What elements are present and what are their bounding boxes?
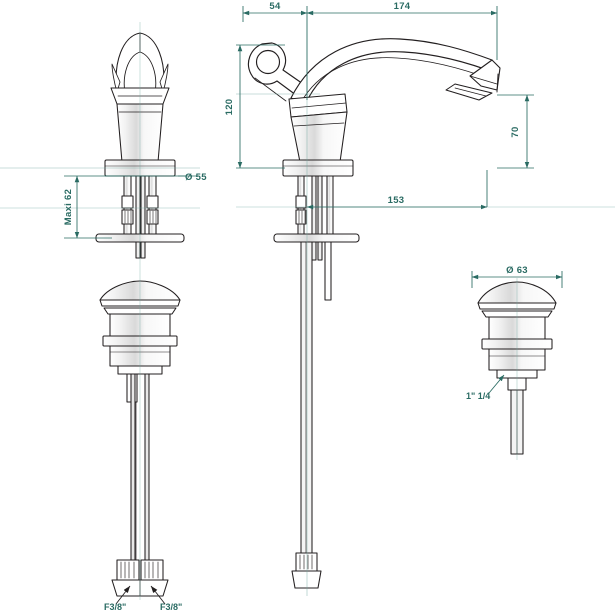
side-knurl [295, 195, 307, 225]
dim-label-174: 174 [394, 1, 411, 12]
side-ring-lever [247, 42, 307, 102]
dim-label-120: 120 [224, 99, 235, 116]
dim-label-d55: Ø 55 [185, 172, 207, 183]
callout-inlet-right: F3/8" [160, 602, 182, 612]
side-spout [290, 38, 501, 105]
side-shank [273, 175, 360, 301]
front-tailpipe [126, 373, 150, 565]
leader-waste-thread [488, 374, 505, 394]
side-tailpipe [300, 241, 313, 557]
inlet-leader-group [115, 585, 166, 605]
dim-label-54: 54 [269, 1, 281, 12]
dim-label-d63: Ø 63 [506, 265, 528, 276]
front-waste-assembly [99, 280, 181, 375]
side-base-flange [282, 159, 354, 177]
side-body-cone [288, 93, 348, 163]
dimension-group [64, 6, 563, 394]
callout-inlet-left: F3/8" [104, 602, 126, 612]
dim-120 [236, 44, 285, 169]
dim-maxi62 [64, 175, 120, 239]
side-fixing-plate [273, 233, 360, 243]
dim-label-153: 153 [388, 195, 405, 206]
side-view [247, 38, 501, 589]
dim-d63 [471, 271, 563, 288]
centreline-group [0, 16, 615, 600]
dim-label-70: 70 [510, 126, 521, 137]
front-shank [95, 175, 185, 259]
dim-153 [306, 170, 488, 210]
dim-label-maxi62: Maxi 62 [63, 189, 74, 225]
callout-waste-thread: 1" 1/4 [466, 391, 490, 401]
dim-70 [497, 94, 534, 169]
front-knurl [121, 195, 159, 225]
side-inlet-connector [291, 552, 322, 589]
